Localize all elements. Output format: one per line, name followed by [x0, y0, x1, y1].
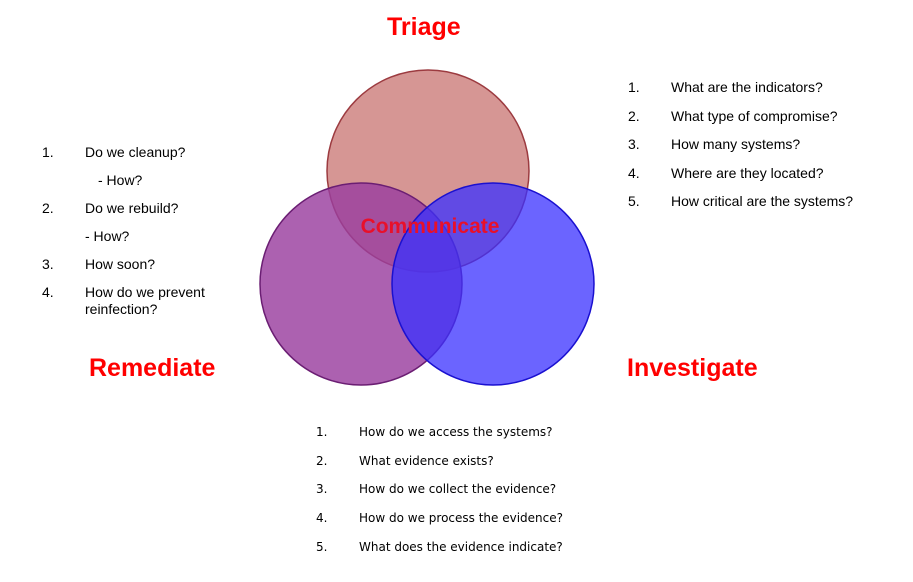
item-number: 1. — [42, 144, 54, 160]
item-number: 3. — [42, 256, 54, 272]
triage-heading: Triage — [387, 13, 461, 41]
item-number: 1. — [628, 79, 640, 95]
list-item: 4. How do we prevent reinfection? — [42, 284, 262, 318]
item-number: 3. — [316, 482, 328, 497]
item-number: 1. — [316, 425, 328, 439]
item-text: Where are they located? — [671, 164, 824, 181]
item-number: 4. — [628, 164, 640, 181]
item-number: 2. — [42, 200, 54, 216]
remediate-heading: Remediate — [89, 354, 216, 382]
item-subtext: - How? — [85, 228, 130, 244]
item-number: 3. — [628, 136, 640, 152]
item-text: How many systems? — [671, 136, 801, 152]
list-item: 1. How do we access the systems? — [316, 424, 636, 440]
list-item: 4. How do we process the evidence? — [316, 510, 636, 526]
list-item: 1. What are the indicators? — [628, 79, 908, 96]
item-text: How do we collect the evidence? — [359, 482, 557, 497]
investigate-question-list: 1. How do we access the systems? 2. What e… — [316, 424, 636, 567]
investigate-circle — [391, 182, 595, 386]
communicate-label: Communicate — [361, 215, 500, 238]
item-text: What type of compromise? — [671, 107, 838, 124]
list-item: 2. What type of compromise? — [628, 108, 908, 125]
item-text: How do we access the systems? — [359, 425, 553, 439]
investigate-heading: Investigate — [627, 354, 758, 382]
remediate-question-list: 1. Do we cleanup? - How? 2. Do we rebuild? -… — [42, 144, 262, 329]
item-subtext: - How? — [98, 172, 143, 188]
item-number: 4. — [316, 511, 328, 526]
list-item: 1. Do we cleanup? - How? — [42, 144, 262, 189]
item-text: Do we rebuild? — [85, 200, 179, 216]
list-item: 5. What does the evidence indicate? — [316, 539, 636, 555]
triage-question-list: 1. What are the indicators? 2. What type o… — [628, 79, 908, 222]
list-item: 2. Do we rebuild? - How? — [42, 200, 262, 245]
item-text: How do we prevent reinfection? — [85, 284, 205, 317]
item-text: What are the indicators? — [671, 79, 823, 95]
item-text: Do we cleanup? — [85, 144, 186, 160]
item-text: What evidence exists? — [359, 453, 494, 468]
item-text: What does the evidence indicate? — [359, 539, 563, 554]
list-item: 5. How critical are the systems? — [628, 193, 908, 210]
item-text: How critical are the systems? — [671, 193, 854, 209]
list-item: 3. How do we collect the evidence? — [316, 481, 636, 497]
item-text: How soon? — [85, 256, 156, 272]
list-item: 3. How many systems? — [628, 136, 908, 153]
list-item: 2. What evidence exists? — [316, 453, 636, 469]
item-number: 4. — [42, 284, 54, 300]
item-number: 2. — [628, 107, 640, 124]
list-item: 3. How soon? — [42, 256, 262, 273]
list-item: 4. Where are they located? — [628, 165, 908, 182]
item-text: How do we process the evidence? — [359, 511, 563, 526]
item-number: 5. — [628, 193, 640, 209]
item-number: 2. — [316, 453, 328, 468]
item-number: 5. — [316, 539, 328, 554]
